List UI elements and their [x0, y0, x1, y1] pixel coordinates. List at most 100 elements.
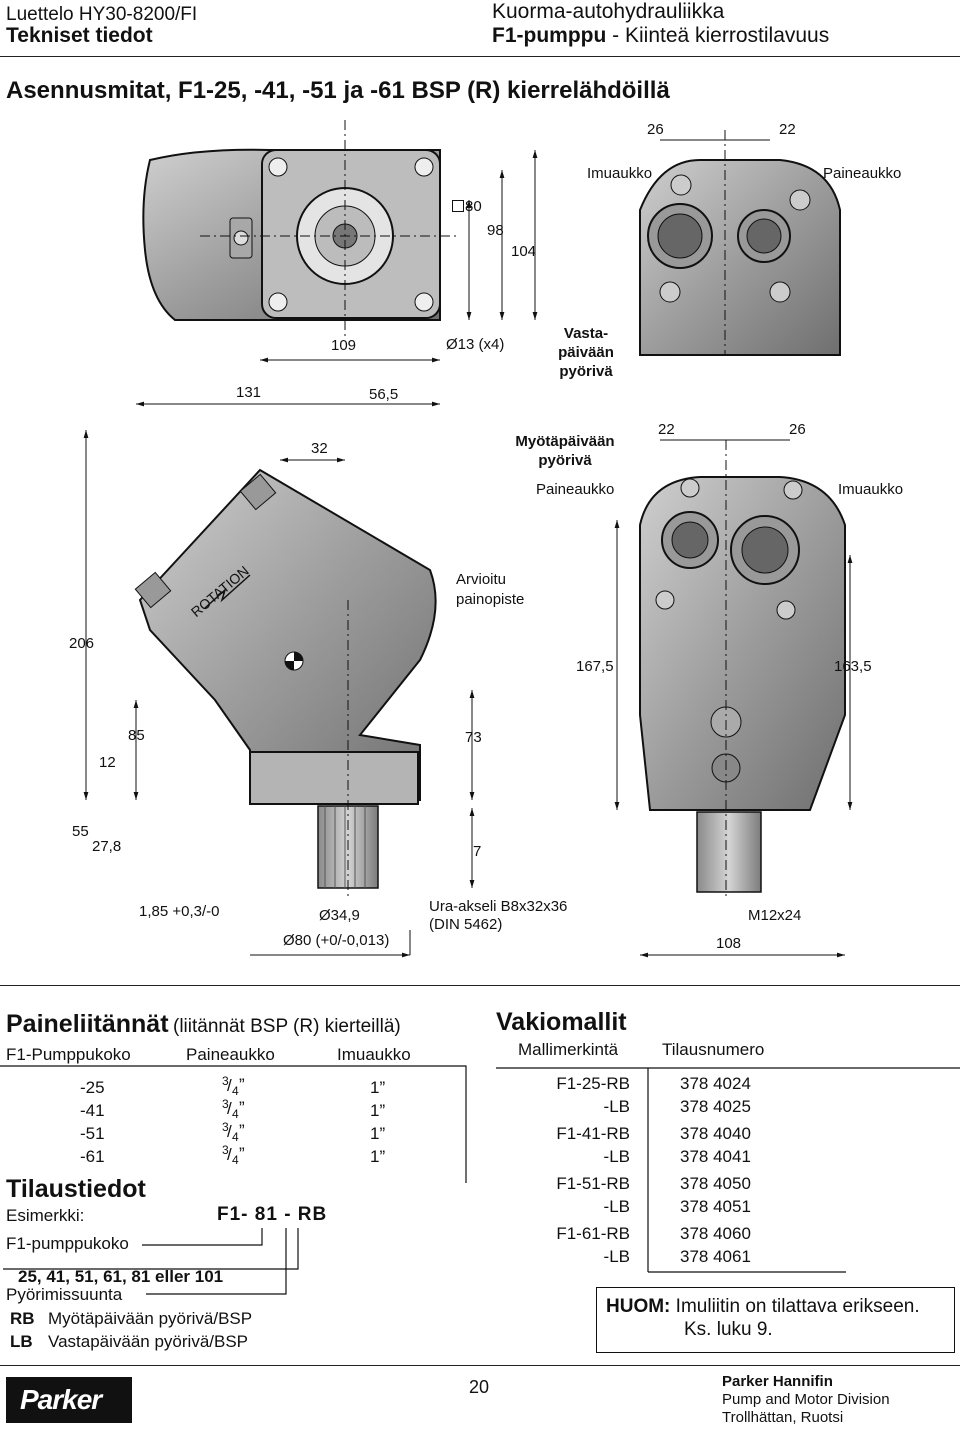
location: Trollhättan, Ruotsi: [722, 1409, 844, 1426]
row-inlet: 1”: [370, 1147, 386, 1166]
dim-206: 206: [69, 635, 95, 652]
model-code: F1-51-RB: [556, 1174, 630, 1193]
ordering-heading: Tilaustiedot: [6, 1175, 146, 1203]
dim-73: 73: [465, 729, 482, 746]
footer-rule: [0, 1365, 960, 1366]
model-code: -LB: [603, 1197, 630, 1216]
dim-56-5: 56,5: [369, 386, 399, 403]
col-order-number: Tilausnumero: [662, 1040, 765, 1059]
model-code: F1-25-RB: [556, 1074, 630, 1093]
col-pump-size: F1-Pumppukoko: [6, 1045, 131, 1064]
dim-109: 109: [331, 337, 357, 354]
row-inlet: 1”: [370, 1101, 386, 1120]
company-name: Parker Hannifin: [722, 1373, 833, 1390]
dim-80-square: 80: [452, 198, 482, 215]
order-number: 378 4024: [680, 1074, 751, 1093]
model-code: F1-61-RB: [556, 1224, 630, 1243]
dim-80-tolerance: Ø80 (+0/-0,013): [283, 932, 390, 949]
row-pressure: 3/4”: [222, 1120, 245, 1144]
dim-108: 108: [716, 935, 742, 952]
col-model: Mallimerkintä: [518, 1040, 619, 1059]
label-inlet-bottom: Imuaukko: [838, 481, 904, 498]
dim-104: 104: [511, 243, 537, 260]
ordering-leader-lines: [3, 1228, 299, 1295]
dim-22-top: 22: [779, 121, 796, 138]
label-pressure-top: Paineaukko: [823, 165, 902, 182]
order-number: 378 4040: [680, 1124, 751, 1143]
models-table-frame: [496, 1067, 960, 1273]
header-rule: [0, 56, 960, 57]
col-pressure-port: Paineaukko: [186, 1045, 275, 1064]
row-pressure: 3/4”: [222, 1097, 245, 1121]
pump-end-view: [639, 440, 846, 900]
note-line-1: HUOM: Imuliitin on tilattava erikseen.: [606, 1296, 920, 1317]
row-inlet: 1”: [370, 1124, 386, 1143]
model-code: -LB: [603, 1247, 630, 1266]
model-code: F1-41-RB: [556, 1124, 630, 1143]
order-number: 378 4041: [680, 1147, 751, 1166]
product-subtitle: - Kiinteä kierrostilavuus: [606, 24, 830, 47]
product-name: F1-pumppu: [492, 24, 607, 47]
dim-26-bottom: 26: [789, 421, 806, 438]
pump-front-view: [142, 120, 460, 340]
dim-167-5: 167,5: [576, 658, 614, 675]
note-line-2: Ks. luku 9.: [684, 1319, 773, 1340]
pump-side-view: [134, 468, 437, 900]
drawing-bottom-rule: [0, 985, 960, 986]
catalog-number: Luettelo HY30-8200/FI: [6, 4, 198, 25]
dim-32: 32: [311, 440, 328, 457]
example-code: F1- 81 - RB: [217, 1204, 328, 1225]
dim-27-8: 27,8: [92, 838, 122, 855]
label-spline-shaft: Ura-akseli B8x32x36(DIN 5462): [429, 898, 568, 933]
section-title: Tekniset tiedot: [6, 24, 153, 47]
dim-98: 98: [487, 222, 504, 239]
note-box: [596, 1287, 955, 1353]
row-size: -41: [80, 1101, 105, 1120]
category-title: Kuorma-autohydrauliikka: [492, 0, 725, 23]
model-code: -LB: [603, 1097, 630, 1116]
dim-m12x24: M12x24: [748, 907, 802, 924]
rotation-label: Pyörimissuunta: [6, 1285, 123, 1304]
dim-7: 7: [473, 843, 482, 860]
pump-size-options: 25, 41, 51, 61, 81 eller 101: [18, 1267, 224, 1286]
dim-34-9: Ø34,9: [319, 907, 360, 924]
dimension-drawing: [83, 120, 853, 958]
row-size: -25: [80, 1078, 105, 1097]
row-size: -61: [80, 1147, 105, 1166]
order-number: 378 4050: [680, 1174, 751, 1193]
parker-logo: Parker: [6, 1377, 132, 1423]
dim-85: 85: [128, 727, 145, 744]
pump-top-port-view: [639, 130, 841, 356]
order-number: 378 4025: [680, 1097, 751, 1116]
order-number: 378 4061: [680, 1247, 751, 1266]
row-pressure: 3/4”: [222, 1143, 245, 1167]
dim-22-bottom: 22: [658, 421, 675, 438]
standard-models-heading: Vakiomallit: [496, 1008, 627, 1036]
label-inlet-top: Imuaukko: [587, 165, 653, 182]
order-number: 378 4051: [680, 1197, 751, 1216]
dim-1-85: 1,85 +0,3/-0: [139, 903, 220, 920]
page-number: 20: [469, 1377, 490, 1397]
dimension-lines: [83, 139, 853, 958]
dim-55: 55: [72, 823, 89, 840]
division-name: Pump and Motor Division: [722, 1391, 890, 1408]
connections-table-frame: [0, 1065, 467, 1183]
dim-163-5: 163,5: [834, 658, 872, 675]
product-title: F1-pumppu - Kiinteä kierrostilavuus: [492, 24, 829, 48]
model-code: -LB: [603, 1147, 630, 1166]
dim-13x4: Ø13 (x4): [446, 336, 505, 353]
row-size: -51: [80, 1124, 105, 1143]
dim-131: 131: [236, 384, 262, 401]
pump-size-label: F1-pumppukoko: [6, 1234, 129, 1253]
label-pressure-bottom: Paineaukko: [536, 481, 615, 498]
row-pressure: 3/4”: [222, 1074, 245, 1098]
order-number: 378 4060: [680, 1224, 751, 1243]
dim-12: 12: [99, 754, 116, 771]
example-label: Esimerkki:: [6, 1206, 85, 1225]
row-inlet: 1”: [370, 1078, 386, 1097]
